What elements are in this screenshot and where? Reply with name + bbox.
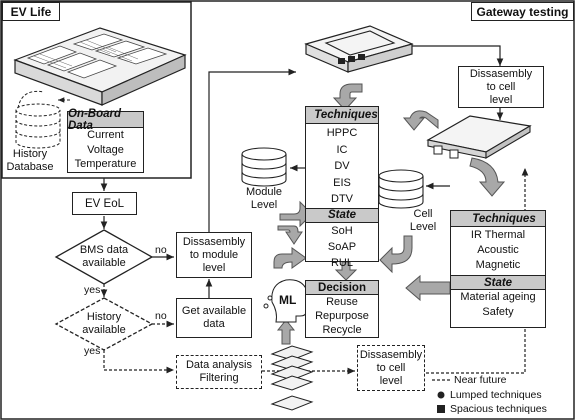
ev-eol-box: EV EoL xyxy=(72,192,137,215)
decision-repurpose: Repurpose xyxy=(315,310,369,322)
legend-spacious: Spacious techniques xyxy=(450,403,547,415)
ev-life-label: EV Life xyxy=(2,2,60,21)
right-state-title: State xyxy=(451,275,545,290)
decision-box: Decision Reuse Repurpose Recycle xyxy=(305,280,379,338)
state-safety: Safety xyxy=(482,306,514,318)
state-rul: RUL xyxy=(330,256,353,269)
center-techniques-box: Techniques HPPC IC DV EIS DTV State SoH … xyxy=(305,106,379,269)
ml-label: ML xyxy=(279,293,297,307)
battery-module-icon xyxy=(304,25,414,73)
tech-ic: IC xyxy=(336,143,348,156)
battery-pack-icon xyxy=(13,27,187,106)
legend-near-future: Near future xyxy=(454,374,507,386)
decision-reuse: Reuse xyxy=(326,296,358,308)
right-techniques-box: Techniques IR Thermal Acoustic Magnetic … xyxy=(450,210,546,328)
legend-lumped: Lumped techniques xyxy=(450,389,542,401)
onboard-item-temperature: Temperature xyxy=(74,157,137,170)
decision-recycle: Recycle xyxy=(322,324,362,336)
state-soap: SoAP xyxy=(327,240,357,253)
tech-eis: EIS xyxy=(333,176,351,189)
decision-title: Decision xyxy=(306,281,378,295)
tech-magnetic: Magnetic xyxy=(475,259,521,271)
center-techniques-title: Techniques xyxy=(306,107,378,124)
tech-acoustic: Acoustic xyxy=(477,244,519,256)
battery-cell-icon xyxy=(426,115,532,159)
module-level-database-icon xyxy=(241,147,287,187)
center-state-title: State xyxy=(306,207,378,223)
legend-dot xyxy=(437,391,445,399)
history-yes-label: yes xyxy=(84,345,101,357)
bms-yes-label: yes xyxy=(84,284,101,296)
tech-ir-thermal: IR Thermal xyxy=(470,229,526,241)
right-techniques-title: Techniques xyxy=(451,211,545,227)
onboard-item-current: Current xyxy=(87,129,124,141)
tech-hppc: HPPC xyxy=(326,127,358,139)
cell-level-database-icon xyxy=(378,169,424,209)
bms-no-label: no xyxy=(155,244,167,256)
state-material-ageing: Material ageing xyxy=(460,291,536,303)
legend-square xyxy=(437,405,445,413)
tech-dtv: DTV xyxy=(331,193,353,205)
history-no-label: no xyxy=(155,310,167,322)
history-database-icon xyxy=(15,103,61,149)
state-soh: SoH xyxy=(331,224,353,237)
onboard-data-box: On-Board Data Current Voltage Temperatur… xyxy=(67,108,144,173)
cell-stack-icon xyxy=(270,345,314,411)
tech-dv: DV xyxy=(334,160,350,172)
block-arrows xyxy=(273,83,506,345)
onboard-data-title: On-Board Data xyxy=(68,108,143,132)
onboard-item-voltage: Voltage xyxy=(87,143,124,156)
ev-life-panel xyxy=(1,1,192,179)
gateway-testing-label: Gateway testing xyxy=(471,2,574,21)
